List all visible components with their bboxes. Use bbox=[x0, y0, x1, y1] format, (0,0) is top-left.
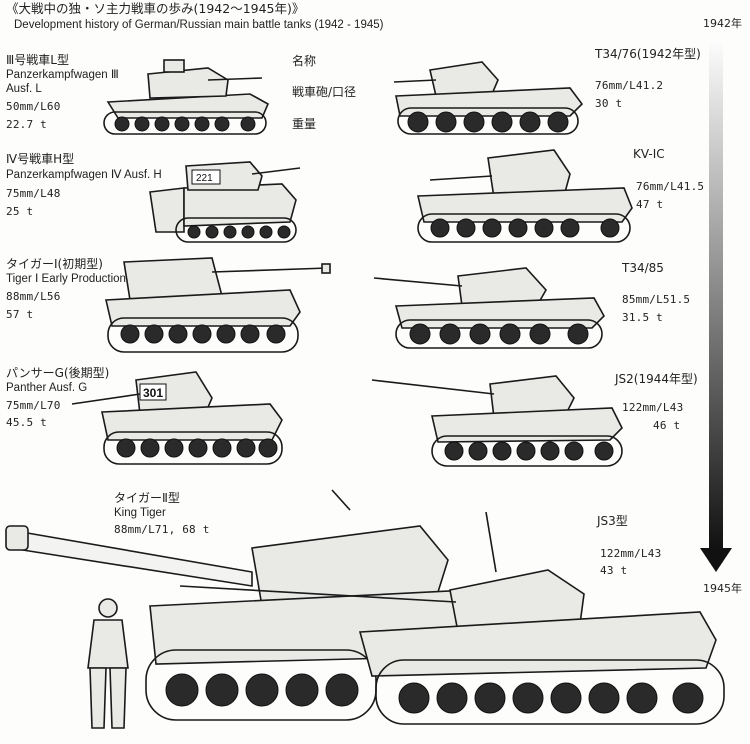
tank-specs: 88mm/L71, 68 t bbox=[114, 523, 210, 536]
tank-gun: 85mm/L51.5 bbox=[622, 293, 691, 306]
tank-weight: 31.5 t bbox=[622, 311, 663, 324]
tank-weight: 25 t bbox=[6, 205, 34, 218]
hull-number: 221 bbox=[196, 173, 213, 184]
tank-name-jp: パンサーG(後期型) bbox=[6, 366, 110, 380]
tank-name-en: Panzerkampfwagen Ⅳ Ausf. H bbox=[6, 169, 162, 181]
tank-weight: 30 t bbox=[595, 97, 623, 110]
tank-name-jp: Ⅳ号戦車H型 bbox=[6, 152, 75, 166]
hull-number: 301 bbox=[143, 386, 163, 400]
legend-gun: 戦車砲/口径 bbox=[292, 85, 357, 99]
tank-name-en: Tiger Ⅰ Early Production bbox=[6, 273, 126, 285]
tank-gun: 50mm/L60 bbox=[6, 100, 61, 113]
tank-name: T34/76(1942年型) bbox=[595, 47, 701, 61]
tank-weight: 57 t bbox=[6, 308, 34, 321]
tank-weight: 43 t bbox=[600, 564, 628, 577]
timeline-end: 1945年 bbox=[703, 582, 742, 595]
tank-gun: 88mm/L56 bbox=[6, 290, 61, 303]
tank-gun: 122mm/L43 bbox=[622, 401, 684, 414]
tank-name-jp: タイガーⅡ型 bbox=[114, 491, 180, 505]
legend-name: 名称 bbox=[292, 54, 317, 68]
tank-gun: 75mm/L48 bbox=[6, 187, 61, 200]
tank-name: KV-IC bbox=[633, 147, 665, 161]
tank-gun: 75mm/L70 bbox=[6, 399, 61, 412]
tank-name-jp: タイガーⅠ(初期型) bbox=[6, 257, 103, 271]
tank-weight: 47 t bbox=[636, 198, 664, 211]
tank-name: JS3型 bbox=[597, 514, 628, 528]
tank-weight: 46 t bbox=[653, 419, 681, 432]
tank-weight: 45.5 t bbox=[6, 416, 47, 429]
tank-gun: 76mm/L41.2 bbox=[595, 79, 664, 92]
legend-weight: 重量 bbox=[292, 117, 317, 131]
tank-name: T34/85 bbox=[622, 261, 664, 275]
tank-gun: 76mm/L41.5 bbox=[636, 180, 705, 193]
timeline-start: 1942年 bbox=[703, 17, 742, 30]
tank-name: JS2(1944年型) bbox=[615, 372, 698, 386]
title-en: Development history of German/Russian ma… bbox=[14, 19, 384, 31]
tank-name-en: Panzerkampfwagen Ⅲ bbox=[6, 69, 119, 81]
tank-weight: 22.7 t bbox=[6, 118, 47, 131]
tank-name-en: Panther Ausf. G bbox=[6, 382, 88, 394]
title-jp: 《大戦中の独・ソ主力戦車の歩み(1942〜1945年)》 bbox=[6, 1, 305, 16]
tank-name-en-2: Ausf. L bbox=[6, 83, 42, 95]
tank-name-en: King Tiger bbox=[114, 507, 166, 519]
tank-gun: 122mm/L43 bbox=[600, 547, 662, 560]
tank-name-jp: Ⅲ号戦車L型 bbox=[6, 53, 69, 67]
